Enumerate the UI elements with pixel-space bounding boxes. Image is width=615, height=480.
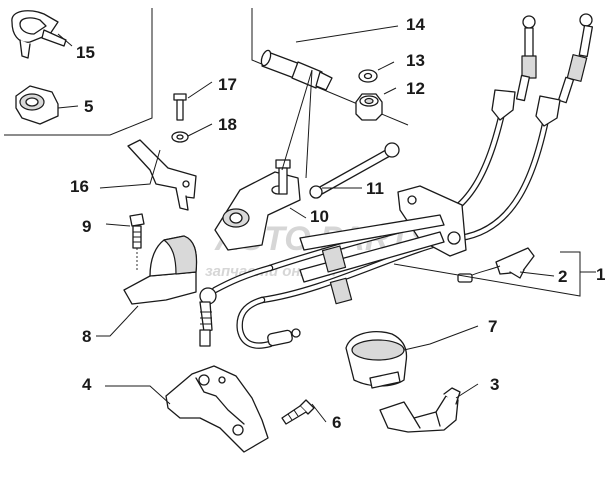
cable-end-sleeve [267,328,301,347]
label-10: 10 [310,207,329,226]
part-6-bolt [281,399,315,425]
label-4: 4 [82,375,92,394]
ball-joint-end [199,287,217,347]
cable-clip-lower [329,277,353,305]
part-5-rubber-mount [15,85,59,125]
inset-frame [4,8,153,136]
part-9-screw [129,213,145,272]
part-7-boot [345,331,408,389]
part-18-washer [171,131,189,143]
cable-clip-upper [321,245,347,273]
cable-bracket-plate [299,185,467,283]
label-16: 16 [70,177,89,196]
label-3: 3 [490,375,499,394]
label-6: 6 [332,413,341,432]
label-8: 8 [82,327,91,346]
label-7: 7 [488,317,497,336]
label-14: 14 [406,15,425,34]
leader-lines [57,25,596,423]
label-15: 15 [76,43,95,62]
cable-end-fitting-right [535,13,594,127]
part-12-nut [355,93,383,121]
part-4-mounting-bracket [165,365,269,453]
part-3-retainer [379,387,461,433]
part-17-bolt [173,93,187,121]
label-18: 18 [218,115,237,134]
part-labels: 14 13 12 15 5 17 18 16 11 10 9 8 4 6 7 3… [70,15,605,432]
label-9: 9 [82,217,91,236]
label-1: 1 [596,265,605,284]
part-11-link-rod [309,142,400,199]
label-11: 11 [366,179,384,198]
label-17: 17 [218,75,237,94]
label-2: 2 [558,267,567,286]
part-13-washer [358,69,378,83]
part-14-pin [260,49,333,91]
label-13: 13 [406,51,425,70]
part-16-bracket [127,139,197,211]
label-5: 5 [84,97,93,116]
label-12: 12 [406,79,425,98]
part-15-clip [11,10,67,59]
cable-end-fitting-left [491,15,537,121]
part-8-support [123,235,198,305]
